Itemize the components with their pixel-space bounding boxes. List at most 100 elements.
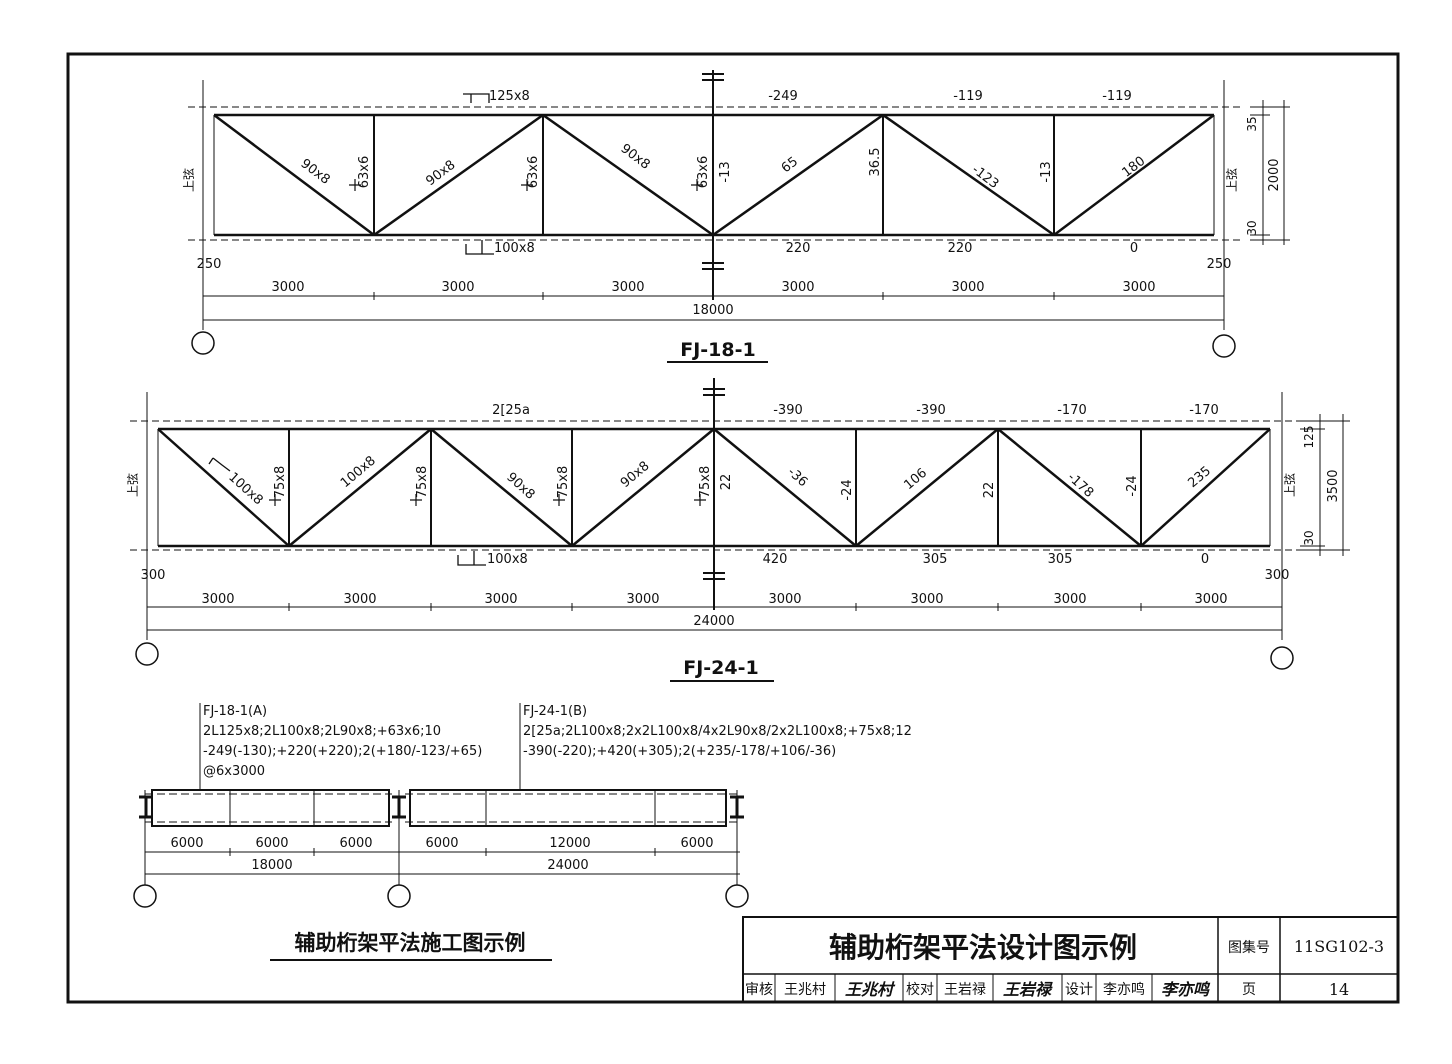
vertical-label: 75x8 (698, 466, 713, 499)
end-dim-right: 250 (1207, 257, 1232, 272)
note-b-line: -390(-220);+420(+305);2(+235/-178/+106/-… (523, 744, 836, 759)
height-dim: 3500 (1326, 469, 1341, 502)
total-dim: 18000 (692, 303, 733, 318)
bay-dim: 3000 (271, 280, 304, 295)
bay-dim: 3000 (768, 592, 801, 607)
truss-fj-24-1: 上弦 上弦 2[25a 100x8 -390 -390 -170 -170 42… (125, 378, 1350, 682)
checker-name: 王岩禄 (944, 982, 986, 998)
plan-dim: 12000 (549, 836, 590, 851)
bottom-force-3: 305 (1048, 552, 1073, 567)
diagonal-member (712, 113, 884, 237)
dim-ticks (373, 292, 1055, 300)
end-dim-left: 300 (141, 568, 166, 583)
design-label: 设计 (1065, 982, 1093, 998)
diagonal-label: 100x8 (225, 470, 265, 508)
plan-total: 24000 (547, 858, 588, 873)
end-label-right: 上弦 (1282, 473, 1297, 497)
diagonal-member (1140, 428, 1271, 547)
vertical-label: 63x6 (696, 156, 711, 189)
bay-dim: 3000 (781, 280, 814, 295)
end-dim-left: 250 (197, 257, 222, 272)
diagonal-member (288, 428, 432, 547)
member-force: 65 (779, 154, 801, 176)
double-angle-icon (463, 93, 490, 103)
drawing-title: 辅助桁架平法设计图示例 (829, 931, 1137, 964)
top-force-2: -119 (953, 89, 983, 104)
note-a-line: @6x3000 (203, 764, 265, 779)
review-label: 审核 (745, 982, 773, 998)
top-force-1: -249 (768, 89, 798, 104)
page-label: 页 (1242, 982, 1256, 998)
diagonal-label: 90x8 (618, 141, 653, 173)
diagonal-label: 90x8 (618, 459, 653, 491)
note-a-line: FJ-18-1(A) (203, 704, 267, 719)
member-force: 22 (982, 482, 997, 499)
diagonal-member (713, 428, 857, 547)
vertical-label: 75x8 (273, 466, 288, 499)
vertical-label: 63x6 (357, 156, 372, 189)
note-b-line: 2[25a;2L100x8;2x2L100x8/4x2L90x8/2x2L100… (523, 724, 912, 739)
diagonal-member (571, 428, 715, 547)
end-label-left: 上弦 (181, 168, 196, 192)
bay-dim: 3000 (343, 592, 376, 607)
top-force-3: -119 (1102, 89, 1132, 104)
truss-fj-18-1: 上弦 上弦 125x8 100x8 -249 -119 -119 220 220… (181, 70, 1290, 363)
note-b: FJ-24-1(B) 2[25a;2L100x8;2x2L100x8/4x2L9… (523, 704, 912, 759)
end-label-right: 上弦 (1224, 168, 1239, 192)
cross-section-icon (349, 179, 703, 191)
bottom-force-1: 420 (763, 552, 788, 567)
check-label: 校对 (906, 981, 934, 998)
atlas-label: 图集号 (1228, 939, 1270, 956)
diagonal-member (373, 113, 544, 237)
bay-dims: 3000 3000 3000 3000 3000 3000 (271, 280, 1155, 295)
plan-dim: 6000 (425, 836, 458, 851)
axis-bubble (725, 884, 749, 908)
end-dim-right: 300 (1265, 568, 1290, 583)
axis-bubble (135, 642, 159, 666)
title-block: 辅助桁架平法设计图示例 图集号 11SG102-3 审核 王兆村 王兆村 校对 … (742, 916, 1399, 1003)
page-number: 14 (1329, 980, 1349, 999)
height-dim: 125 (1302, 426, 1316, 449)
note-b-line: FJ-24-1(B) (523, 704, 587, 719)
title-block-frame (742, 916, 1399, 1003)
plan-example: FJ-18-1(A) 2L125x8;2L100x8;2L90x8;+63x6;… (133, 703, 912, 961)
axis-bubble (387, 884, 411, 908)
bay-dim: 3000 (951, 280, 984, 295)
bottom-force-2: 305 (923, 552, 948, 567)
double-angle-icon (208, 457, 231, 472)
top-force-4: -170 (1189, 403, 1219, 418)
vertical-label: 75x8 (556, 466, 571, 499)
plan-dim: 6000 (170, 836, 203, 851)
diagonal-label: 100x8 (338, 453, 379, 491)
note-a-line: 2L125x8;2L100x8;2L90x8;+63x6;10 (203, 724, 441, 739)
member-force: -36 (784, 465, 810, 490)
end-label-left: 上弦 (125, 473, 140, 497)
diagonal-member (213, 114, 375, 236)
top-force-1: -390 (773, 403, 803, 418)
diagonal-member (542, 113, 714, 237)
bay-dim: 3000 (611, 280, 644, 295)
top-section-label: 125x8 (489, 89, 530, 104)
plan-caption: 辅助桁架平法施工图示例 (295, 931, 526, 955)
truss-title: FJ-24-1 (683, 657, 758, 679)
bay-dim: 3000 (910, 592, 943, 607)
checker-signature: 王岩禄 (1003, 980, 1053, 999)
truss-title: FJ-18-1 (680, 339, 755, 361)
note-a-line: -249(-130);+220(+220);2(+180/-123/+65) (203, 744, 482, 759)
bottom-force-2: 220 (948, 241, 973, 256)
axis-bubble (1212, 334, 1236, 358)
bottom-section-label: 100x8 (487, 552, 528, 567)
axis-bubble (1270, 646, 1294, 670)
plan-truss-a (151, 789, 390, 827)
dim-ticks (288, 603, 1142, 611)
top-force-2: -390 (916, 403, 946, 418)
designer-signature: 李亦鸣 (1161, 980, 1211, 999)
bottom-section-label: 100x8 (494, 241, 535, 256)
bay-dim: 3000 (1053, 592, 1086, 607)
dim-ticks (144, 790, 738, 885)
diagonal-member (855, 428, 999, 547)
double-angle-icon (457, 551, 486, 566)
total-dim: 24000 (693, 614, 734, 629)
cross-section-icon (269, 494, 706, 506)
